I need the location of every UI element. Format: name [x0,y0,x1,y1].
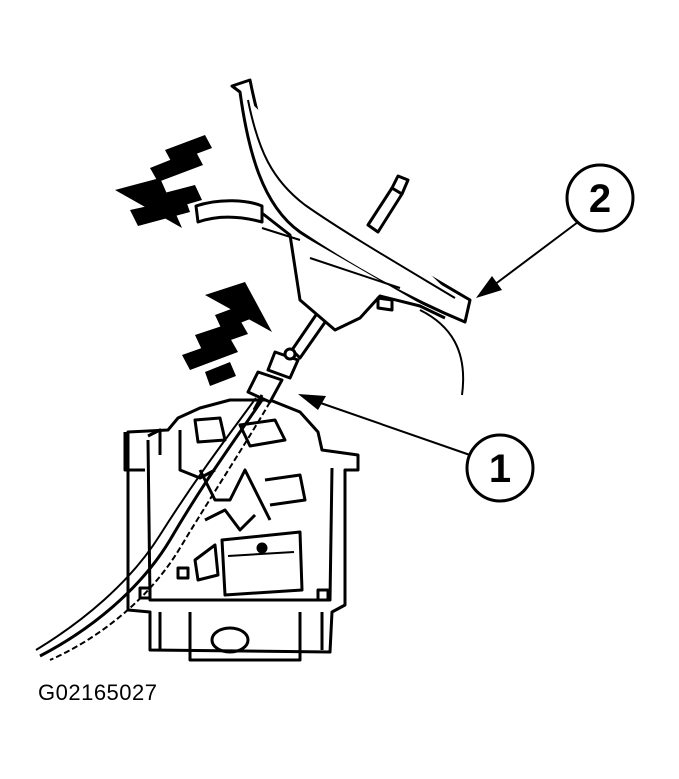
shift-lever-and-connector [246,310,330,411]
removal-arrow-lower [182,282,272,386]
figure-id-label: G02165027 [38,680,158,705]
callout-2-label: 2 [589,177,611,221]
callout-1: 1 [465,433,535,503]
callout-2: 2 [565,163,635,233]
shifter-base-assembly [123,398,360,662]
callout-1-label: 1 [489,447,511,491]
leader-line-1 [298,394,471,456]
shift-handle-bezel [194,78,472,396]
removal-arrow-upper [115,135,212,228]
leader-line-2 [476,221,579,298]
wiring-harness [35,397,271,661]
